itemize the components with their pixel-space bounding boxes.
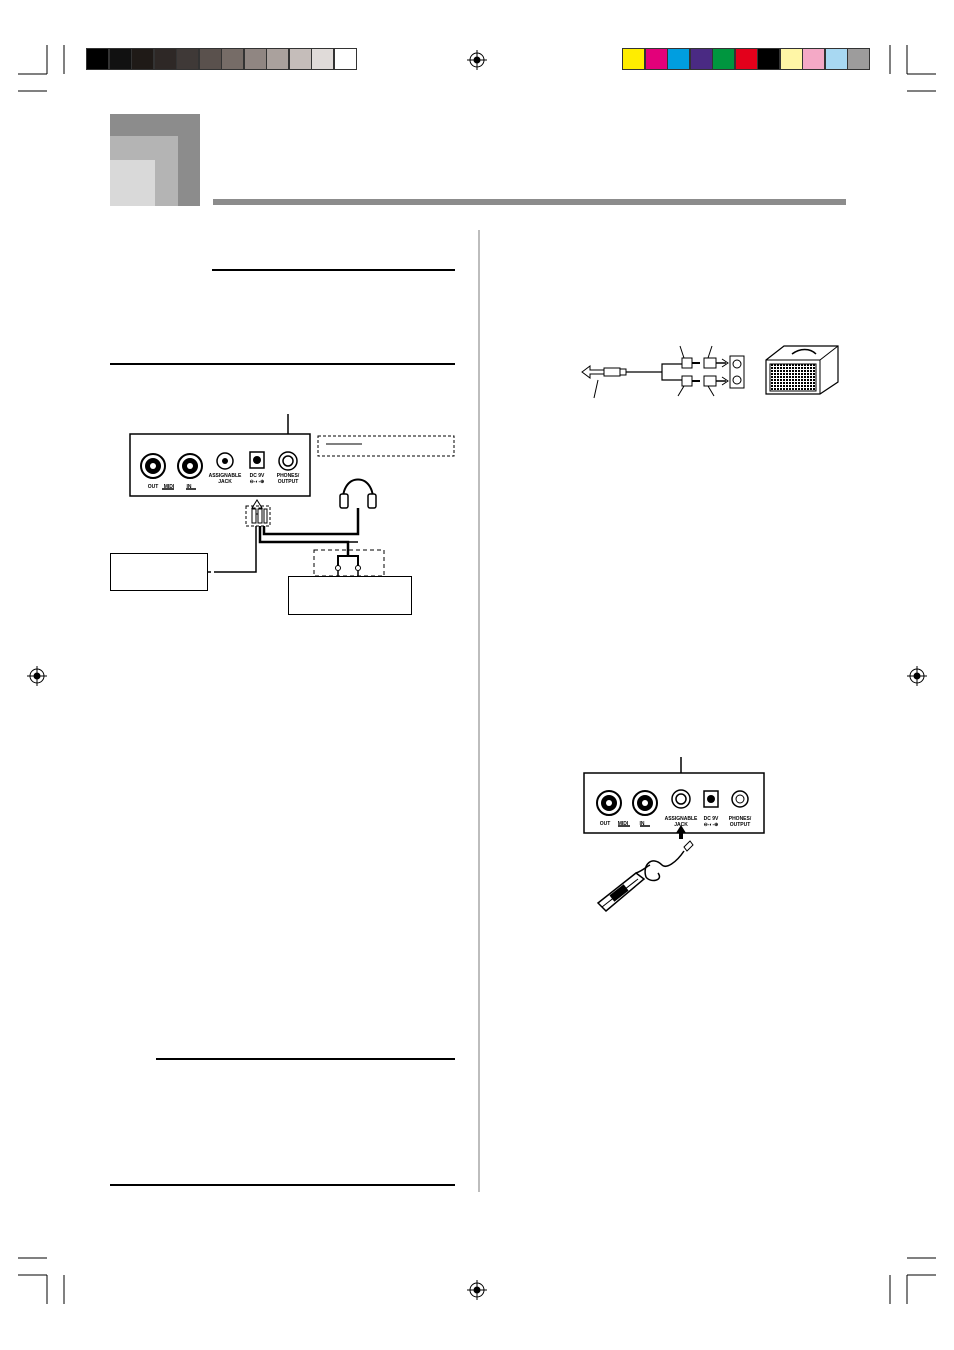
device-box-audio	[288, 576, 412, 615]
phones-connection-svg	[129, 414, 455, 582]
pedal-phones-label: PHONES/	[728, 816, 752, 822]
color-swatch	[644, 48, 668, 70]
device-box-left	[110, 553, 208, 591]
header-rule	[213, 199, 846, 205]
phones-label: PHONES/	[276, 473, 300, 479]
color-swatch	[757, 48, 780, 70]
gray-swatch	[131, 48, 154, 70]
gray-swatch	[108, 48, 132, 70]
section-rule-3	[156, 1058, 455, 1060]
chapter-tab-light	[110, 160, 155, 206]
color-swatch	[712, 48, 735, 70]
gray-swatch	[198, 48, 222, 70]
amplifier-connection-diagram	[581, 345, 839, 399]
assignable-label: ASSIGNABLE	[208, 473, 242, 479]
column-divider	[478, 230, 480, 1192]
gray-swatch	[176, 48, 199, 70]
gray-swatch	[288, 48, 312, 70]
pedal-jack-label: JACK	[674, 822, 688, 828]
section-rule-2	[110, 363, 455, 365]
pedal-dc-label: DC 9V	[703, 816, 719, 822]
section-rule-1	[212, 269, 455, 271]
pedal-assignable-label: ASSIGNABLE	[664, 816, 698, 822]
color-swatch	[734, 48, 758, 70]
registration-mark-left	[27, 666, 47, 686]
midi-label: MIDI	[163, 484, 175, 490]
pedal-dc-symbol: ⊖-◐-⊕	[703, 822, 719, 828]
color-swatch	[802, 48, 825, 70]
registration-mark-right	[907, 666, 927, 686]
midi-in-label: IN	[186, 484, 192, 490]
section-rule-4	[110, 1184, 455, 1186]
color-swatch	[622, 48, 645, 70]
registration-mark-top	[467, 50, 487, 70]
color-swatch	[824, 48, 848, 70]
dc-symbol: ⊖-◐-⊕	[249, 479, 265, 485]
jack-label: JACK	[218, 479, 232, 485]
gray-swatch	[153, 48, 177, 70]
output-label: OUTPUT	[277, 479, 299, 485]
gray-swatch	[86, 48, 109, 70]
color-swatch	[779, 48, 803, 70]
gray-swatch	[243, 48, 267, 70]
pedal-connection-svg	[583, 757, 765, 913]
pedal-midi-label: MIDI	[617, 821, 629, 827]
gray-swatch	[266, 48, 289, 70]
gray-swatch	[311, 48, 334, 70]
color-swatch	[667, 48, 690, 70]
gray-swatch	[221, 48, 244, 70]
pedal-output-label: OUTPUT	[729, 822, 751, 828]
registration-mark-bottom	[467, 1280, 487, 1300]
dc-label: DC 9V	[249, 473, 265, 479]
midi-out-label: OUT	[147, 484, 159, 490]
color-swatch	[847, 48, 870, 70]
gray-swatch	[333, 48, 357, 70]
color-swatch	[689, 48, 713, 70]
pedal-midi-in-label: IN	[639, 821, 645, 827]
pedal-midi-out-label: OUT	[599, 821, 611, 827]
